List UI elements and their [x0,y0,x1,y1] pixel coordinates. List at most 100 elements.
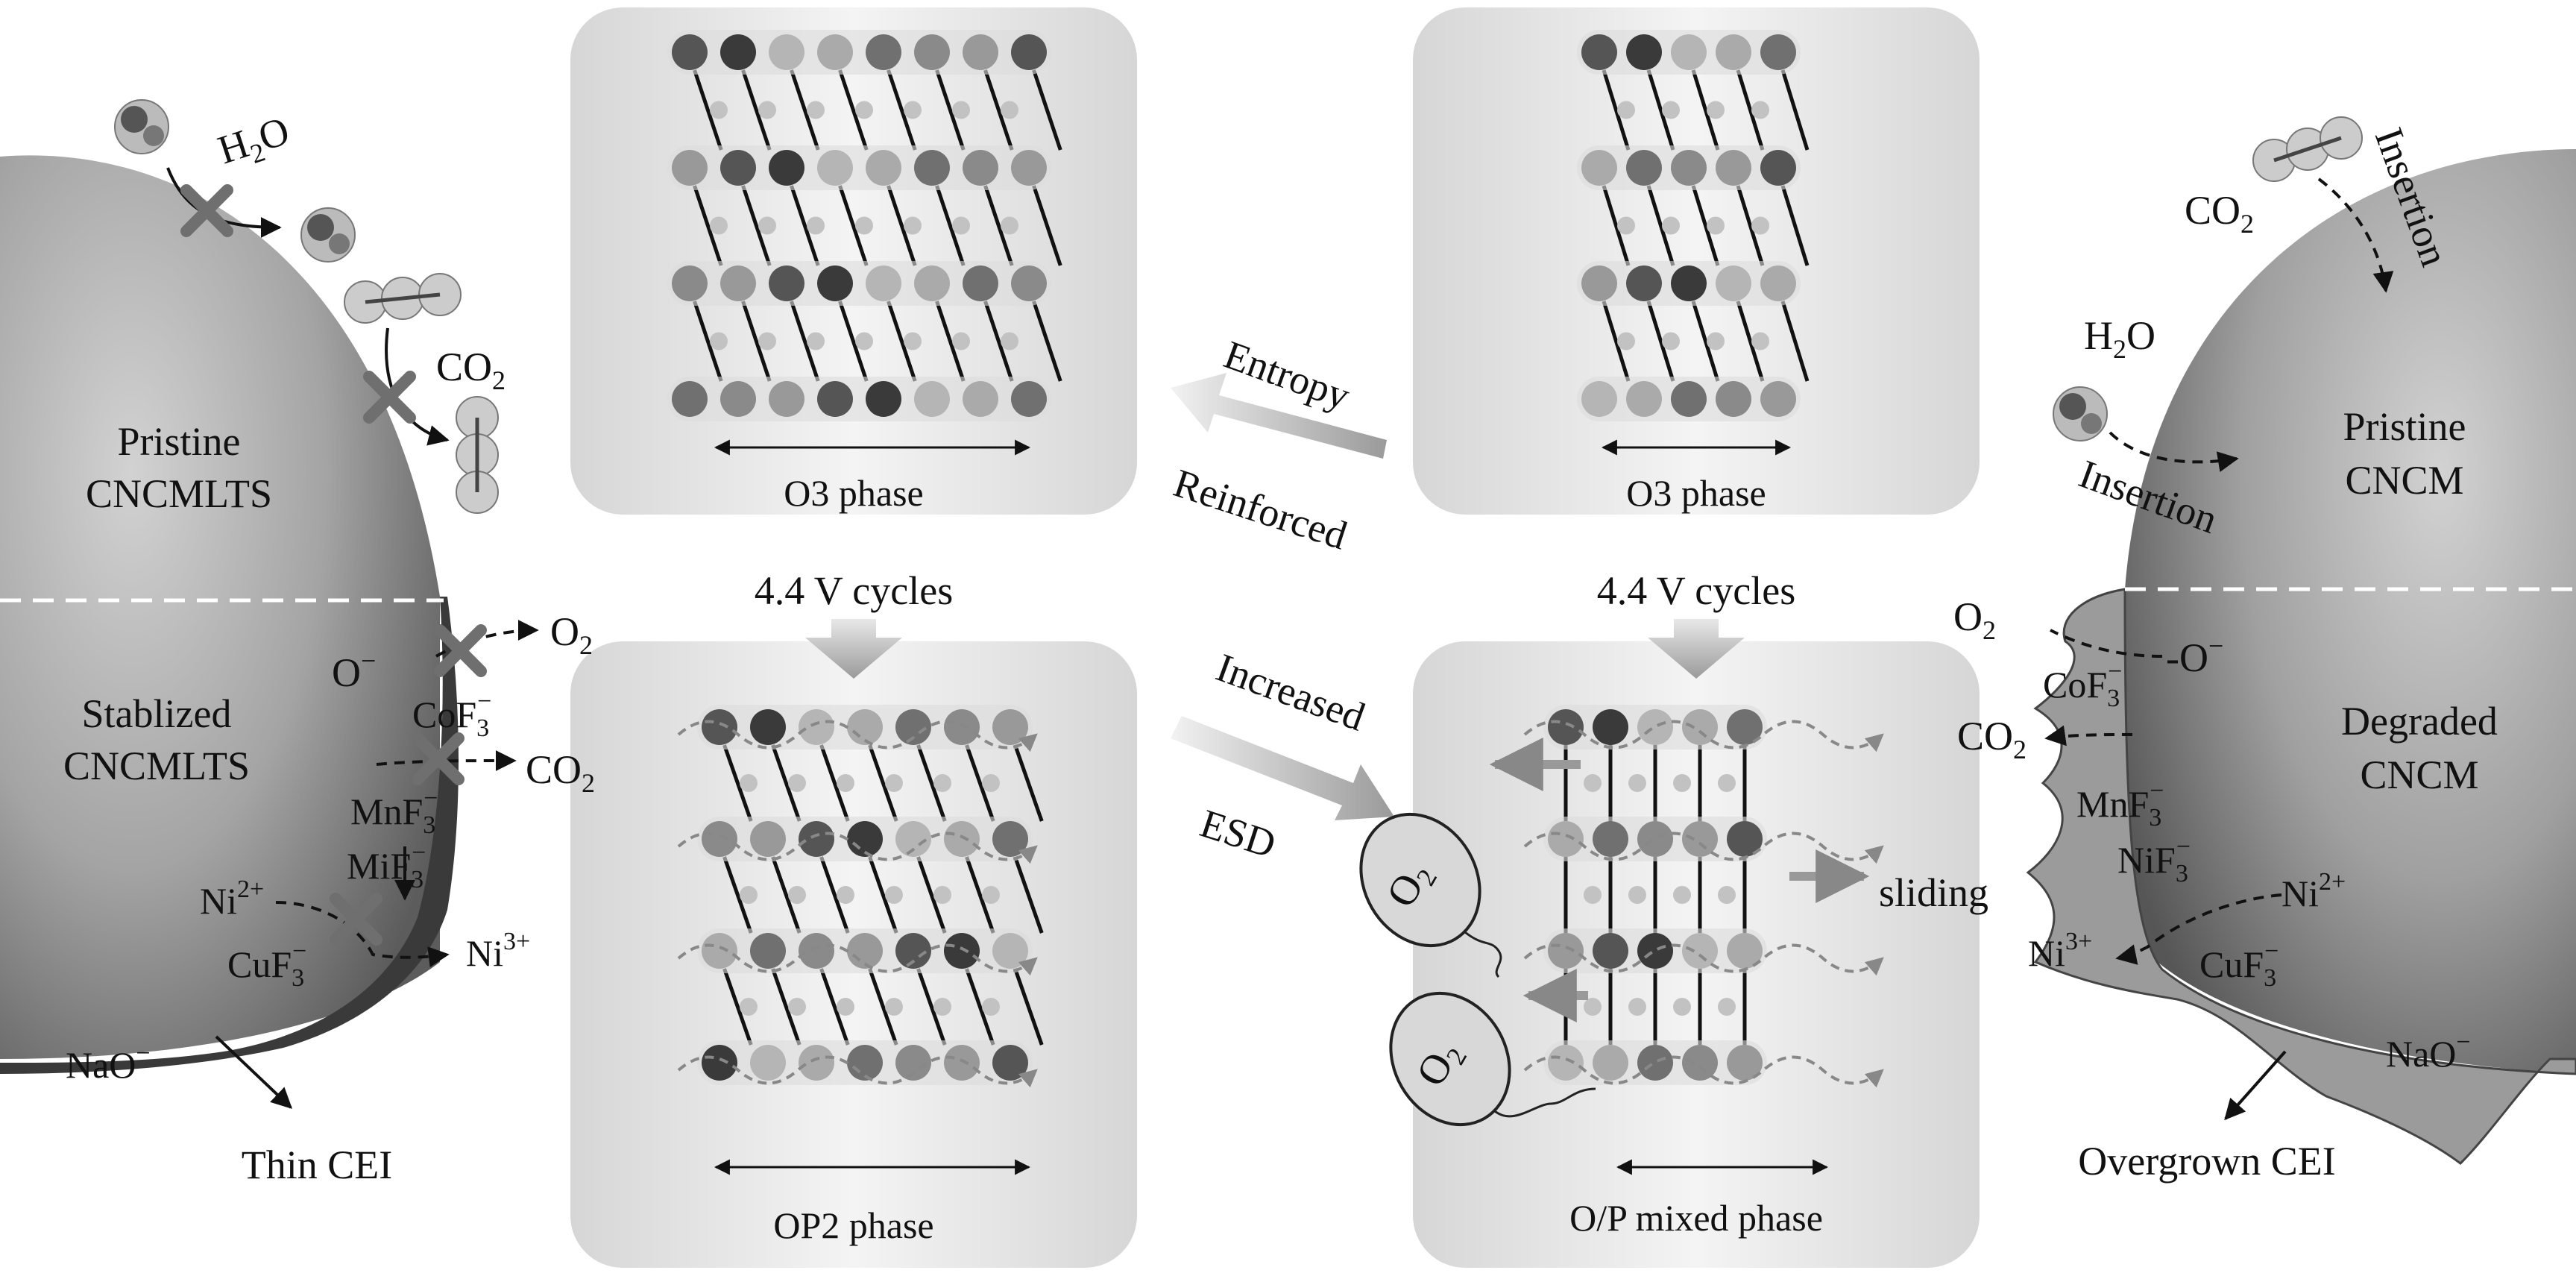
interlayer-atom [807,101,825,119]
interlayer-atom [1718,998,1736,1016]
lattice-bond [1780,69,1810,151]
lattice-bond [965,968,995,1046]
interlayer-atom [1707,101,1725,119]
layer-band [667,377,1051,421]
layer-atom [895,933,931,969]
layer-atom [1011,265,1047,301]
interlayer-atom [837,998,854,1016]
lattice-bond [983,185,1014,266]
right-nif3-label: NiF3− [2117,833,2191,887]
lattice-bond [1032,301,1062,382]
right-h2o-label: H2O [2084,313,2155,364]
lattice-bond [771,744,802,822]
left-h2o-molecule [114,99,169,154]
interlayer-atom [885,774,903,792]
interlayer-atom [740,998,758,1016]
o2-balloon-upper: O2 [1359,812,1502,978]
interlayer-atom [982,886,1000,904]
right-mnf3-label: MnF3− [2076,777,2164,832]
right-ni-release-arrow [2115,893,2282,965]
layer-atom [702,821,737,857]
interlayer-atom [837,774,854,792]
reinforced-label: Reinforced [1168,460,1352,558]
interlayer-atom [855,332,873,351]
layer-atom [720,150,756,186]
lattice-bond [741,185,772,266]
interlayer-atom [1662,216,1680,235]
layer-atom [944,933,980,969]
layer-atom [895,821,931,857]
layer-atom [914,34,950,70]
mixed-lattice [1489,705,1884,1088]
interlayer-atom [1617,216,1635,235]
layer-atom [1011,34,1047,70]
interlayer-atom [1673,886,1691,904]
layer-atom [1671,265,1707,301]
interlayer-atom [1001,216,1018,235]
right-ni3-label: Ni3+ [2028,928,2092,974]
interlayer-atom [1628,998,1646,1016]
interlayer-atom [933,774,951,792]
layer-atom [702,1045,737,1081]
cycles-down-arrow-right [1648,619,1745,679]
layer-atom [1593,821,1628,857]
layer-atom [1011,381,1047,417]
layer-atom [702,933,737,969]
lattice-bond [935,69,966,151]
lattice-bond [1736,69,1765,151]
lattice-bond [1646,301,1675,382]
left-cof3-label: CoF3− [412,688,491,742]
interlayer-atom [1628,886,1646,904]
interlayer-atom [982,998,1000,1016]
layer-atom [817,265,853,301]
lattice-bond [868,968,898,1046]
interlayer-atom [904,101,922,119]
interlayer-atom [1617,332,1635,351]
left-cross-marks [180,184,487,946]
layer-atom [847,821,883,857]
left-ni-release-arrow [275,901,450,968]
layer-atom [720,34,756,70]
interlayer-atom [1584,774,1602,792]
layer-atom [992,709,1028,745]
left-o2-release-arrow [435,620,539,658]
lattice-bond [722,744,753,822]
right-overgrown-pointer [2224,1050,2287,1121]
lattice-bond [887,69,917,151]
left-ni3-label: Ni3+ [466,928,530,974]
lattice-bond [1691,69,1720,151]
lattice-bond [838,185,869,266]
cycles-label-left: 4.4 V cycles [755,568,953,613]
interlayer-atom [933,886,951,904]
layer-atom [1727,933,1763,969]
layer-atom [847,1045,883,1081]
op2-phase-label: OP2 phase [773,1204,933,1246]
interlayer-atom [1751,216,1769,235]
layer-atom [672,265,708,301]
interlayer-atom [1707,332,1725,351]
o2-balloon-lower: O2 [1389,991,1596,1127]
layer-atom [1593,1045,1628,1081]
interlayer-atom [855,216,873,235]
o3-lattice-right [1577,30,1810,421]
oxygen-path [1523,720,1884,752]
lattice-bond [693,185,723,266]
layer-atom [769,34,804,70]
interlayer-atom [904,216,922,235]
lattice-bond [916,968,947,1046]
interlayer-atom [1751,101,1769,119]
layer-atom [963,381,998,417]
layer-atom [750,933,786,969]
layer-atom [1716,34,1751,70]
interlayer-atom [710,332,728,351]
lattice-bond [887,301,917,382]
layer-atom [1682,821,1718,857]
layer-atom [750,821,786,857]
lattice-bond [916,744,947,822]
layer-atom [944,821,980,857]
right-co2b-label: CO2 [1957,714,2027,764]
layer-atom [847,709,883,745]
interlayer-atom [1662,332,1680,351]
interlayer-atom [885,998,903,1016]
